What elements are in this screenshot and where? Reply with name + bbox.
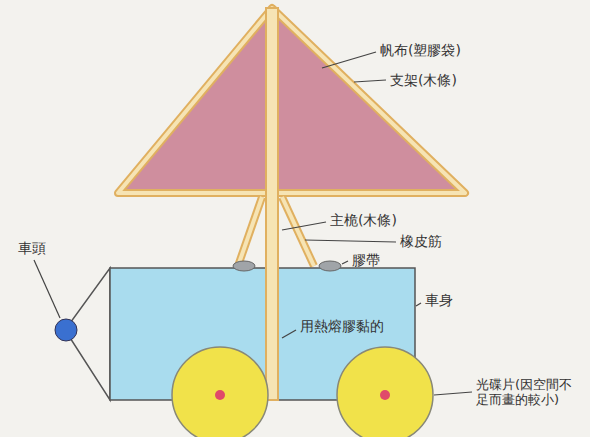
part-label: 帆布(塑膠袋): [380, 42, 461, 58]
part-label: 膠帶: [352, 252, 380, 268]
brace: [238, 197, 262, 266]
part-label: 橡皮筋: [400, 233, 442, 249]
wheel: [172, 347, 268, 437]
brace: [282, 197, 314, 266]
sail-frame-inner: [118, 8, 465, 193]
tape: [233, 261, 255, 271]
wheel-hub: [215, 390, 225, 400]
tape: [319, 261, 341, 271]
brace: [238, 197, 262, 266]
sail-frame: [118, 8, 465, 193]
mast: [266, 8, 278, 400]
sail: [118, 8, 465, 193]
leader-lines: [34, 52, 472, 395]
part-label: 車身: [425, 292, 453, 308]
brace: [282, 197, 314, 266]
headlight: [55, 319, 77, 341]
part-label: 光碟片(因空間不足而畫的較小): [476, 378, 584, 408]
wheel: [337, 347, 433, 437]
part-label: 支架(木條): [390, 72, 457, 88]
part-label: 主桅(木條): [330, 212, 397, 228]
part-label: 用熱熔膠黏的: [300, 318, 384, 334]
wheel-hub: [380, 390, 390, 400]
part-label: 車頭: [18, 240, 46, 256]
